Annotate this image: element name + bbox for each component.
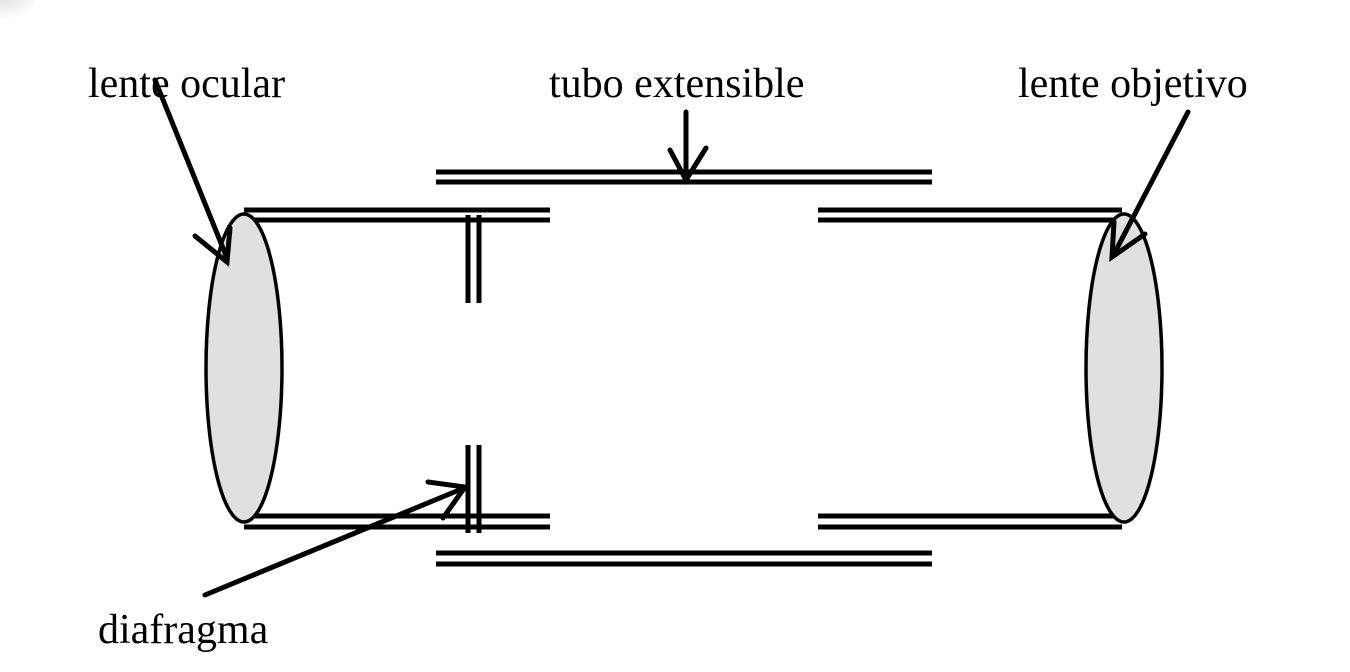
label-diaphragm: diafragma: [98, 607, 269, 653]
diaphragm: [465, 215, 482, 533]
eyepiece-lens: [204, 212, 284, 524]
eyepiece-tube: [244, 207, 550, 530]
extensible-tube: [436, 169, 932, 567]
arrow-objective: [1109, 109, 1191, 262]
label-objective: lente objetivo: [1018, 61, 1248, 107]
label-tube: tubo extensible: [549, 61, 804, 107]
objective-lens: [1084, 212, 1164, 524]
objective-tube: [818, 207, 1122, 530]
arrow-diaphragm: [202, 479, 470, 598]
arrow-tube: [667, 109, 709, 185]
arrow-eyepiece: [152, 77, 233, 267]
label-eyepiece: lente ocular: [88, 61, 285, 107]
